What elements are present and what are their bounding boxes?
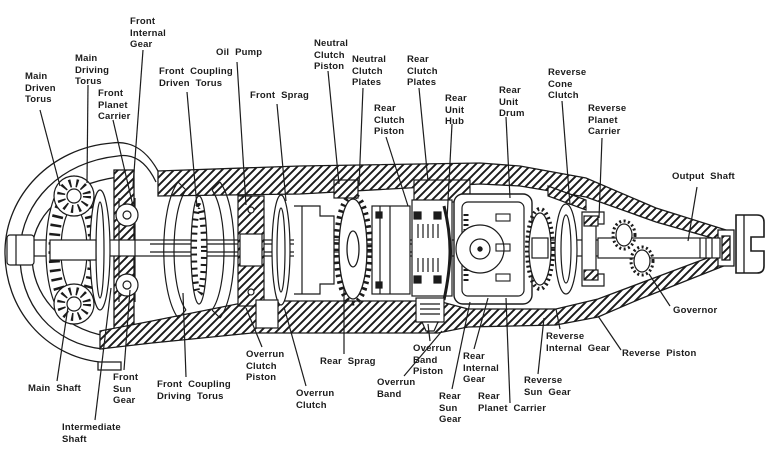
reverse-unit xyxy=(547,185,605,287)
leader-reverse-internal-gear xyxy=(555,308,561,330)
label-reverse-internal-gear: Reverse Internal Gear xyxy=(546,331,611,354)
label-overrun-clutch-piston: Overrun Clutch Piston xyxy=(246,349,285,383)
leader-overrun-clutch xyxy=(283,306,307,387)
torque-converter xyxy=(45,175,111,325)
label-front-coupling-driven-torus: Front Coupling Driven Torus xyxy=(159,66,233,89)
label-front-planet-carrier: Front Planet Carrier xyxy=(98,88,131,122)
leader-rear-clutch-piston xyxy=(385,136,409,207)
overrun-clutch-piston-block xyxy=(255,299,279,329)
label-main-driving-torus: Main Driving Torus xyxy=(75,53,110,87)
label-governor: Governor xyxy=(673,305,718,316)
clutch-plates xyxy=(417,224,439,272)
output-section xyxy=(597,219,721,277)
leader-reverse-sun-gear xyxy=(537,317,545,375)
leader-main-driving-torus xyxy=(86,84,89,184)
label-oil-pump: Oil Pump xyxy=(216,47,263,58)
label-output-shaft: Output Shaft xyxy=(672,171,735,182)
label-front-internal-gear: Front Internal Gear xyxy=(130,16,166,50)
label-reverse-piston: Reverse Piston xyxy=(622,348,697,359)
reverse-cone-disc xyxy=(554,203,578,295)
rear-sprag-gear xyxy=(333,192,373,306)
input-shaft-stub xyxy=(6,234,35,266)
leader-overrun-band-piston xyxy=(427,323,431,342)
leader-rear-sun-gear xyxy=(451,301,471,390)
leader-overrun-band xyxy=(403,330,443,377)
rear-unit xyxy=(453,193,578,305)
driven-torus-cup xyxy=(219,181,235,319)
leader-front-sprag xyxy=(276,103,287,202)
leader-rear-internal-gear xyxy=(473,297,489,350)
leader-main-driven-torus xyxy=(39,109,61,187)
label-overrun-band-piston: Overrun Band Piston xyxy=(413,343,452,377)
label-reverse-cone-clutch: Reverse Cone Clutch xyxy=(548,67,587,101)
leader-intermediate-shaft xyxy=(94,287,112,421)
driving-torus-cup xyxy=(163,181,179,319)
leader-rear-unit-drum xyxy=(505,116,511,199)
label-overrun-band: Overrun Band xyxy=(377,377,416,400)
governor-gear-lower xyxy=(629,245,655,277)
leader-governor xyxy=(648,273,671,307)
label-rear-sprag: Rear Sprag xyxy=(320,356,376,367)
leader-reverse-cone-clutch xyxy=(561,100,571,206)
label-neutral-clutch-plates: Neutral Clutch Plates xyxy=(352,54,387,88)
leader-reverse-piston xyxy=(597,315,622,351)
label-rear-unit-hub: Rear Unit Hub xyxy=(445,93,467,127)
front-planet-gear-bottom xyxy=(115,273,139,297)
leader-main-shaft xyxy=(56,306,69,382)
neutral-clutch-piston-block xyxy=(333,179,359,199)
sprag-overrun-clutch xyxy=(255,194,335,329)
leader-front-coupling-driving-torus xyxy=(182,292,187,378)
label-main-shaft: Main Shaft xyxy=(28,383,82,394)
label-intermediate-shaft: Intermediate Shaft xyxy=(62,422,121,445)
label-rear-clutch-piston: Rear Clutch Piston xyxy=(374,103,405,137)
leader-neutral-clutch-piston xyxy=(327,70,340,185)
label-rear-clutch-plates: Rear Clutch Plates xyxy=(407,54,438,88)
leader-rear-clutch-plates xyxy=(418,87,429,182)
rear-unit-hub-gear xyxy=(525,207,555,291)
converter-hub xyxy=(49,239,97,261)
leader-front-sun-gear xyxy=(123,289,131,371)
output-shaft-shape xyxy=(597,237,721,259)
label-front-sprag: Front Sprag xyxy=(250,90,310,101)
label-reverse-planet-carrier: Reverse Planet Carrier xyxy=(588,103,627,137)
neutral-clutch xyxy=(333,179,411,295)
tail-housing xyxy=(717,214,765,274)
label-rear-sun-gear: Rear Sun Gear xyxy=(439,391,462,425)
overrun-band-strap xyxy=(442,205,452,301)
oil-pump xyxy=(237,195,265,307)
leader-oil-pump xyxy=(236,61,247,206)
label-reverse-sun-gear: Reverse Sun Gear xyxy=(524,375,571,398)
leader-rear-planet-carrier xyxy=(505,297,511,404)
front-planetary xyxy=(115,198,139,302)
label-rear-planet-carrier: Rear Planet Carrier xyxy=(478,391,547,414)
label-neutral-clutch-piston: Neutral Clutch Piston xyxy=(314,38,349,72)
leader-output-shaft xyxy=(687,186,698,242)
leader-front-coupling-driven-torus xyxy=(186,91,198,208)
leader-front-internal-gear xyxy=(132,49,144,187)
front-coupling xyxy=(163,181,235,319)
label-front-coupling-driving-torus: Front Coupling Driving Torus xyxy=(157,379,231,402)
front-planet-gear-top xyxy=(115,203,139,227)
overrun-drum xyxy=(294,205,335,295)
leader-neutral-clutch-plates xyxy=(358,87,364,187)
label-front-sun-gear: Front Sun Gear xyxy=(113,372,139,406)
leader-rear-unit-hub xyxy=(446,123,453,221)
leader-front-planet-carrier xyxy=(112,119,134,207)
overrun-band-servo xyxy=(415,205,452,332)
label-main-driven-torus: Main Driven Torus xyxy=(25,71,56,105)
leader-reverse-planet-carrier xyxy=(598,137,603,219)
leader-overrun-clutch-piston xyxy=(245,307,263,348)
leader-lines xyxy=(39,49,698,421)
label-overrun-clutch: Overrun Clutch xyxy=(296,388,335,411)
output-yoke xyxy=(735,214,765,274)
label-rear-unit-drum: Rear Unit Drum xyxy=(499,85,525,119)
front-sprag-race xyxy=(271,194,291,306)
label-rear-internal-gear: Rear Internal Gear xyxy=(463,351,499,385)
governor-gear-upper xyxy=(611,219,637,251)
